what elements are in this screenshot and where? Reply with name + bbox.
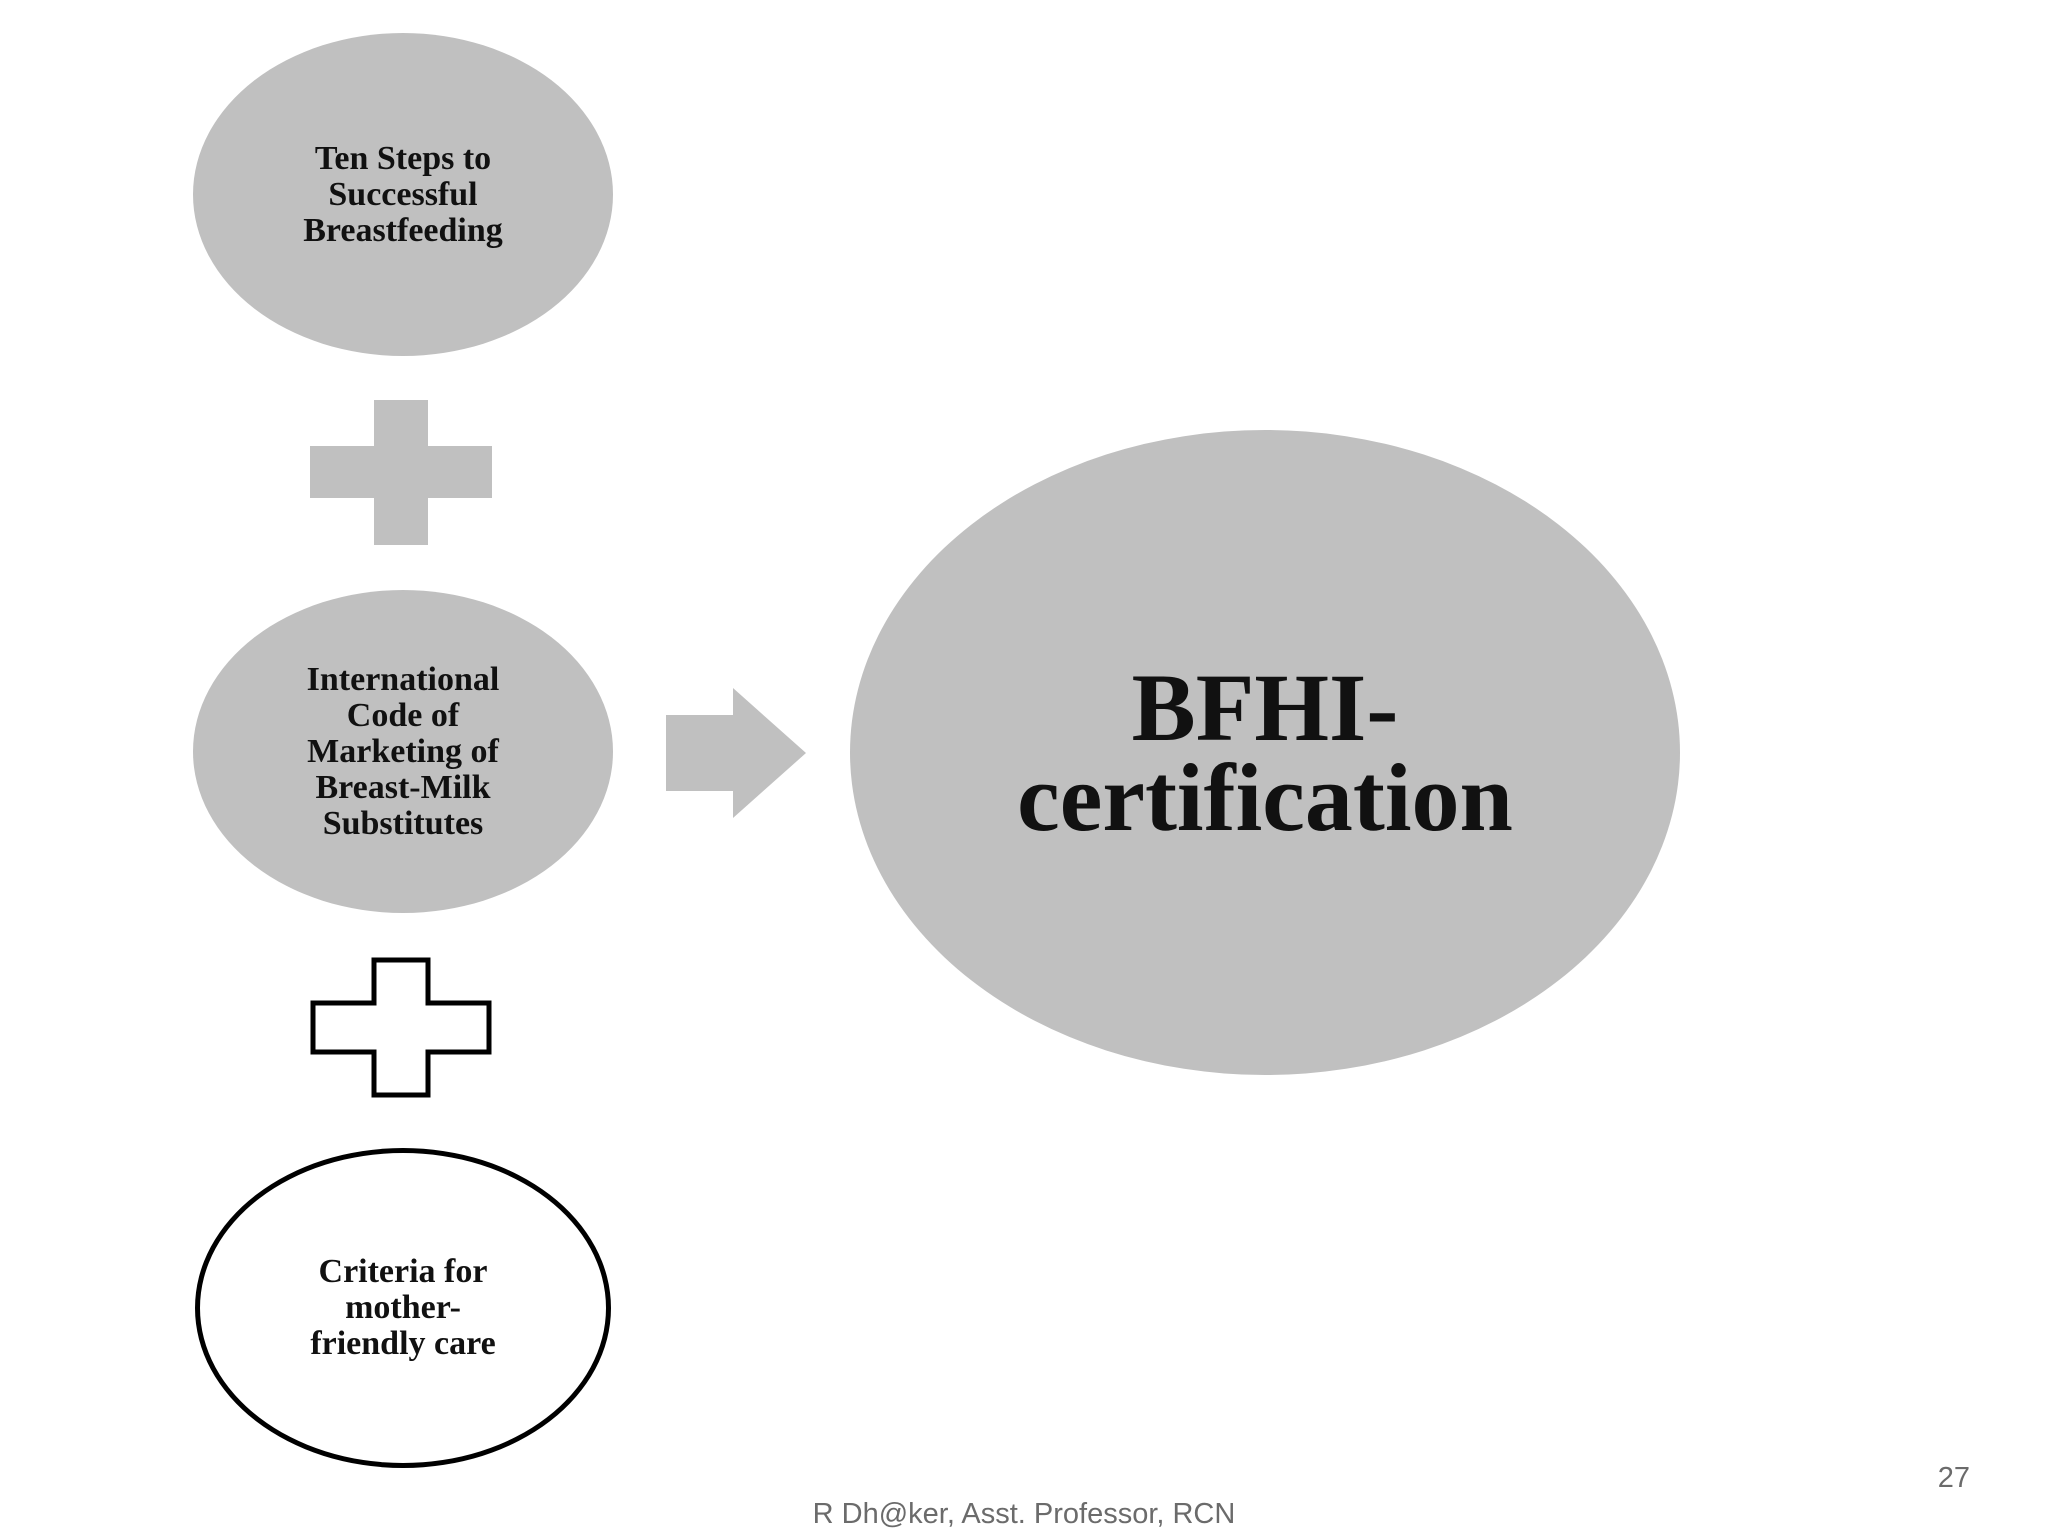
page-number: 27 — [1937, 1462, 1970, 1494]
node-international-code-label: International Code of Marketing of Breas… — [306, 660, 500, 842]
arrow-right-icon — [666, 688, 806, 818]
node-criteria-label: Criteria for mother- friendly care — [310, 1253, 496, 1362]
node-ten-steps-label: Ten Steps to Successful Breastfeeding — [303, 139, 503, 249]
node-international-code: International Code of Marketing of Breas… — [193, 590, 613, 913]
footer-credit: R Dh@ker, Asst. Professor, RCN — [812, 1498, 1236, 1530]
plus-icon — [310, 400, 492, 545]
node-bfhi-certification: BFHI- certification — [850, 430, 1680, 1075]
node-ten-steps: Ten Steps to Successful Breastfeeding — [193, 33, 613, 356]
plus-outline-icon — [310, 957, 492, 1098]
node-criteria: Criteria for mother- friendly care — [195, 1148, 611, 1468]
node-bfhi-certification-label: BFHI- certification — [1017, 653, 1513, 851]
